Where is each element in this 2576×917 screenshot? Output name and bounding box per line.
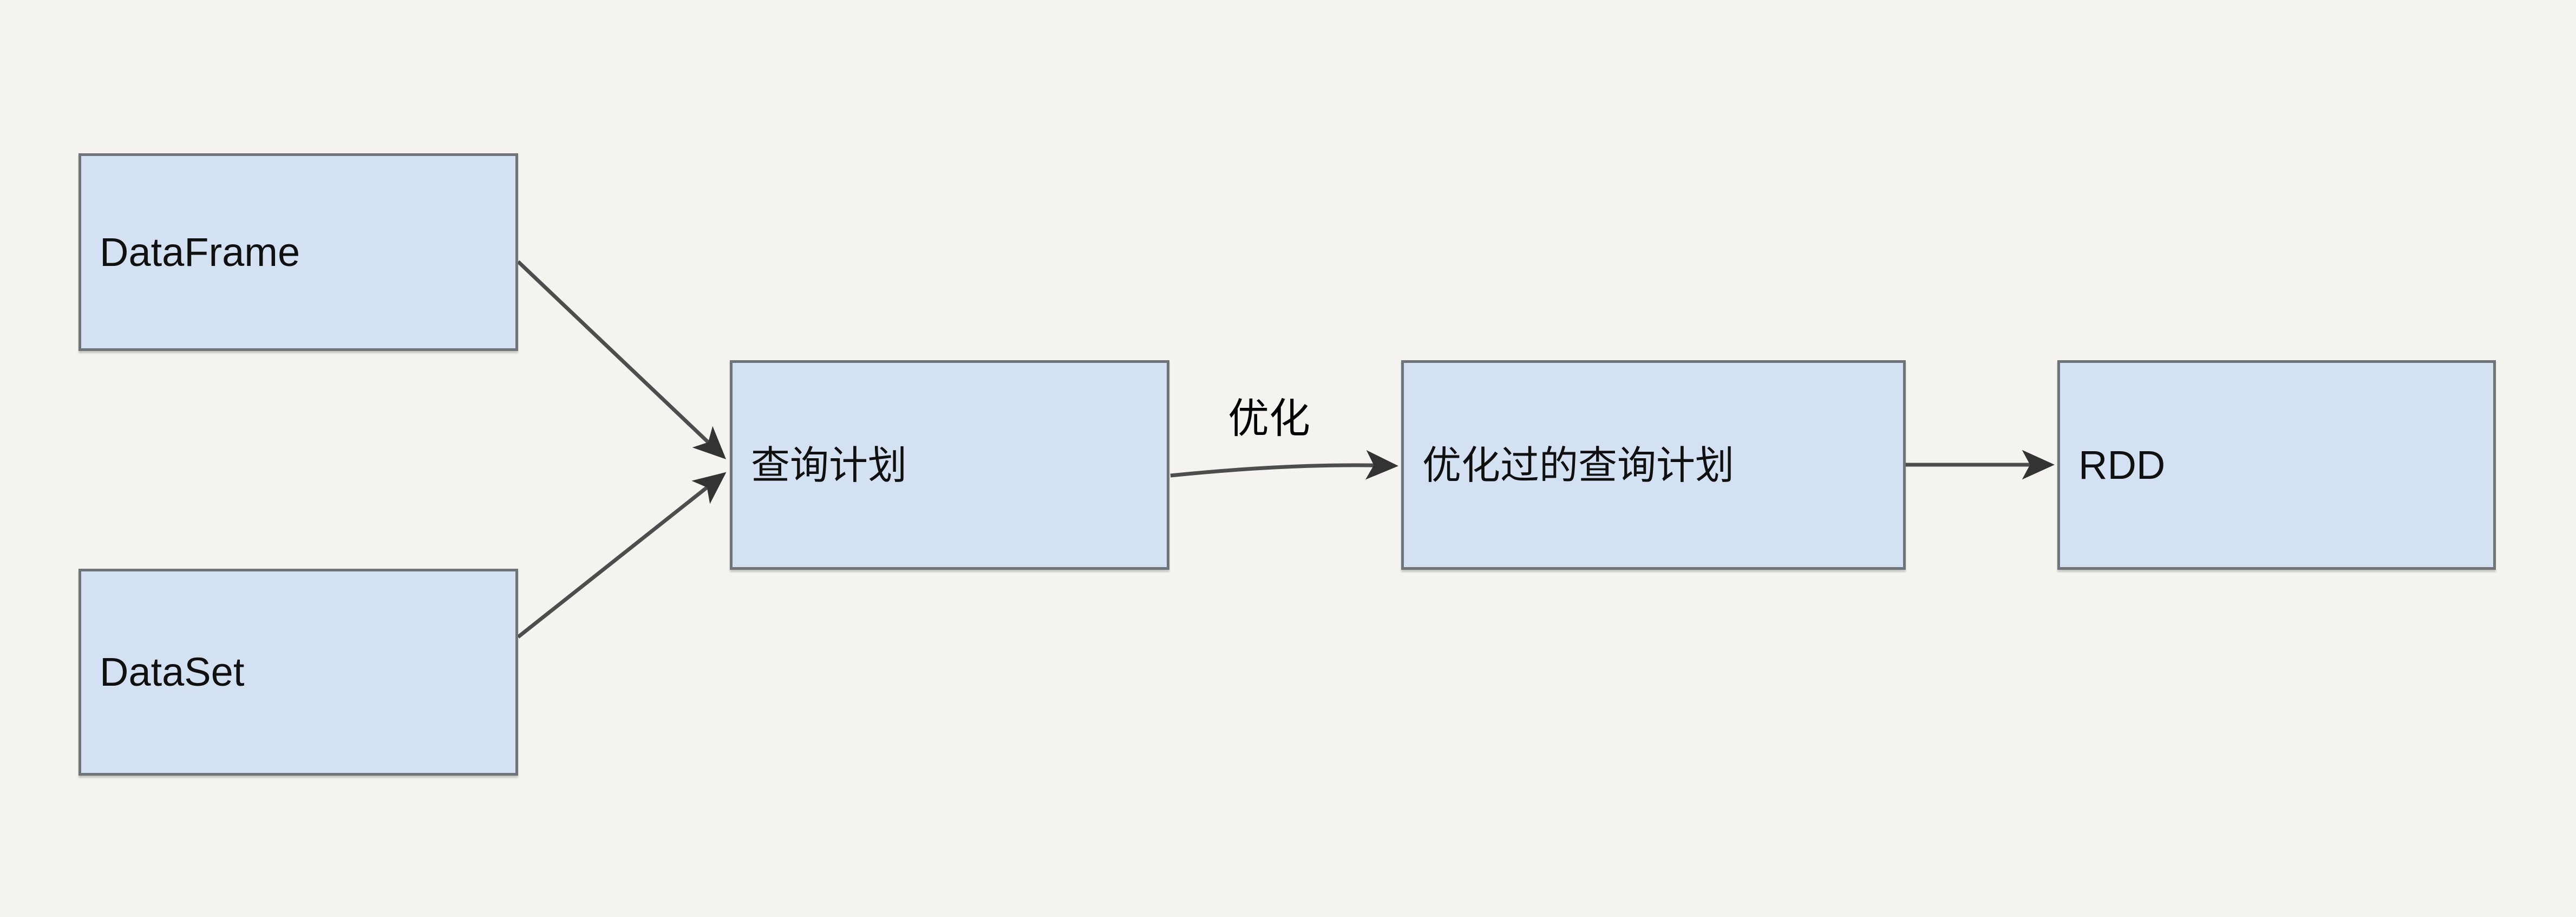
node-optimized-plan[interactable]: 优化过的查询计划 [1401,360,1906,570]
node-dataset-label: DataSet [100,649,245,694]
edge-dataframe-to-query-plan [516,260,727,459]
node-optimized-plan-label: 优化过的查询计划 [1422,442,1735,488]
node-dataset[interactable]: DataSet [79,569,518,776]
edge-query-plan-to-optimized-plan [1170,450,1398,480]
node-query-plan[interactable]: 查询计划 [730,360,1169,570]
node-rdd[interactable]: RDD [2057,360,2496,570]
node-dataframe[interactable]: DataFrame [79,153,518,351]
node-dataframe-label: DataFrame [100,229,300,275]
node-rdd-label: RDD [2078,442,2166,487]
node-query-plan-label: 查询计划 [751,442,907,488]
edge-label-optimize: 优化 [1228,394,1310,443]
edge-dataset-to-query-plan [516,472,727,639]
